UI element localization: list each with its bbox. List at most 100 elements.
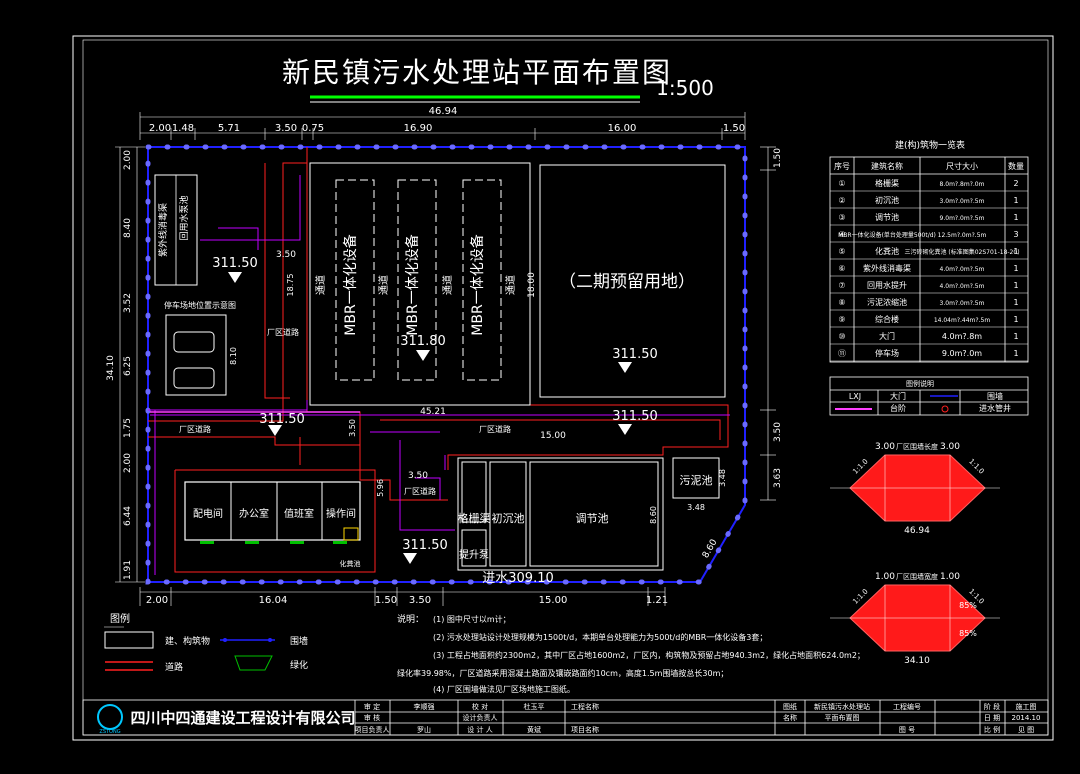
sec2-top-r: 1.00 <box>940 572 960 582</box>
note-1: (1) 图中尺寸以m计； <box>433 614 511 624</box>
dim-top-3: 3.50 <box>275 123 297 134</box>
dim-5-96: 5.96 <box>376 479 385 497</box>
boundary-wall-dots <box>145 144 748 585</box>
title-block-cell: 施工图 <box>1016 702 1037 711</box>
section-1: 3.00 厂区围墙长度 3.00 46.94 1:1.0 1:1.0 <box>830 442 1000 536</box>
elev-6: 311.50 <box>402 538 448 553</box>
title-block-cell: 李顺强 <box>414 702 435 711</box>
table-cell: 9.0m?.0m?.5m <box>940 215 985 222</box>
table-cell: ⑪ <box>838 349 846 358</box>
legend-building: 建、构筑物 <box>165 635 210 647</box>
legend-wall: 围墙 <box>290 635 308 647</box>
table-cell: 回用水提升 <box>867 280 907 290</box>
grille-label: 格栅渠 <box>458 511 491 525</box>
road-label-2: 通道 <box>377 275 390 295</box>
title-block-cell: 名称 <box>783 713 797 722</box>
reserve-area <box>539 164 726 398</box>
car-2 <box>173 367 215 389</box>
dim-8-60: 8.60 <box>649 506 658 524</box>
sec1-top-l: 3.00 <box>875 442 895 452</box>
table-cell: ① <box>838 179 845 188</box>
legend-green-swatch <box>234 655 273 671</box>
roads <box>148 147 729 573</box>
dim-right-0: 1.50 <box>773 148 783 168</box>
table-cell: 3.0m?.0m?.5m <box>940 198 985 205</box>
grille-tank <box>461 461 487 523</box>
dim-18-00: 18.00 <box>527 272 537 298</box>
mbr-2 <box>397 179 437 381</box>
table-cell: 3.0m?.0m?.5m <box>940 300 985 307</box>
dim-3-48b: 3.48 <box>718 469 727 487</box>
room-2: 办公室 <box>239 507 269 520</box>
elev-3: 311.50 <box>612 347 658 362</box>
dim-18-75: 18.75 <box>286 274 295 297</box>
table-cell: 停车场 <box>875 348 899 358</box>
toilet-label: 化粪池 <box>340 559 361 568</box>
table-cell: 1 <box>1013 213 1018 222</box>
sub-1: 大门 <box>890 391 906 401</box>
table-cell: 初沉池 <box>875 195 899 205</box>
outer-frame <box>72 35 1054 741</box>
pump-pit <box>461 529 487 567</box>
table-grid <box>829 156 1029 363</box>
sec1-bottom: 46.94 <box>904 526 930 536</box>
dim-top-0: 2.00 <box>149 123 171 134</box>
elev-5: 311.50 <box>612 409 658 424</box>
dim-left-7: 1.91 <box>123 560 133 580</box>
elev-1: 311.50 <box>212 256 258 271</box>
table-cell: 调节池 <box>875 212 899 222</box>
dim-bottom-4: 15.00 <box>539 595 568 606</box>
dim-3-50-c: 3.50 <box>348 419 357 437</box>
table-cell: 格栅渠 <box>875 178 899 188</box>
dim-top-2: 5.71 <box>218 123 240 134</box>
table-cell: 1 <box>1013 247 1018 256</box>
title-block-rows: 审 定李顺强校 对杜玉平工程名称图纸新民镇污水处理站工程编号阶 段施工图审 核设… <box>355 702 1041 734</box>
table-cell: MBR一体化设备(单台处理量500t/d) <box>838 231 936 239</box>
sec2-mid: 厂区围墙宽度 <box>896 572 938 581</box>
legend-building-swatch <box>104 631 154 649</box>
sec1-mid: 厂区围墙长度 <box>896 442 938 451</box>
table-cell: 4.0m?.8m <box>942 332 982 341</box>
title-block-cell: 比 例 <box>984 725 1000 734</box>
table-cell: ⑨ <box>838 315 845 324</box>
dim-left-total: 34.10 <box>106 355 116 381</box>
car-1 <box>173 331 215 353</box>
drawing-scale: 1:500 <box>656 76 714 100</box>
table-cell: 2 <box>1013 179 1018 188</box>
room-3: 值班室 <box>284 507 314 520</box>
title-block-cell: 项目负责人 <box>355 725 390 734</box>
table-cell: 1 <box>1013 315 1018 324</box>
title-block-cell: 设 计 人 <box>467 725 492 734</box>
sec2-pct1: 85% <box>959 601 977 610</box>
table-cell: 紫外线消毒渠 <box>863 263 911 273</box>
table-cell: ⑧ <box>838 298 845 307</box>
table-cell: 化粪池 <box>875 246 899 256</box>
sub-3: 台阶 <box>890 403 906 413</box>
drawing-title: 新民镇污水处理站平面布置图 <box>282 56 672 89</box>
title-block-cell: 项目名称 <box>571 725 599 734</box>
sec2-top-l: 1.00 <box>875 572 895 582</box>
elev-4: 311.50 <box>259 412 305 427</box>
elevation-markers: 311.50 311.80 311.50 311.50 311.50 311.5… <box>212 256 658 586</box>
note-4: 绿化率39.98%，厂区道路采用混凝土路面及镶嵌路面约10cm，高度1.5m围墙… <box>397 668 728 678</box>
sub-0: LXJ <box>849 392 861 401</box>
title-block-cell: 见 图 <box>1018 726 1034 734</box>
sec1-top-r: 3.00 <box>940 442 960 452</box>
plant-road-3: 厂区道路 <box>404 486 436 496</box>
legend-road: 道路 <box>165 661 183 673</box>
table-sub <box>829 376 1029 416</box>
mbr-label-3: MBR一体化设备 <box>469 234 486 335</box>
table-header: 尺寸大小 <box>946 161 978 171</box>
title-block <box>82 699 1049 736</box>
sludge-label: 污泥池 <box>680 474 713 487</box>
road-label-1: 通道 <box>314 275 327 295</box>
dim-left-3: 6.25 <box>123 356 133 376</box>
table-cell: 12.5m?.0m?.5m <box>938 232 987 239</box>
septic-tank <box>343 527 359 541</box>
section-2: 1.00 厂区围墙宽度 1.00 34.10 85% 85% 1:1.0 1:1… <box>830 572 1000 666</box>
title-block-cell: 黄斌 <box>527 725 541 734</box>
note-2: (2) 污水处理站设计处理规模为1500t/d，本期单台处理能力为500t/d的… <box>433 632 767 642</box>
table-cell: 3 <box>1013 230 1018 239</box>
title-block-cell: 罗山 <box>417 725 431 734</box>
